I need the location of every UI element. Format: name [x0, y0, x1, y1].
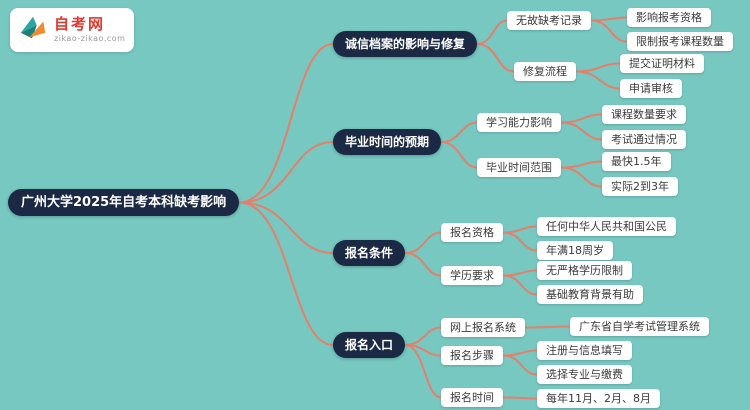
node-repair-process: 修复流程: [514, 62, 576, 81]
leaf-limits-course-count: 限制报考课程数量: [627, 32, 733, 51]
node-registration-steps: 报名步骤: [441, 346, 503, 365]
logo: 自考网 zikao-zikao.com: [10, 8, 134, 52]
branch-integrity-file: 诚信档案的影响与修复: [333, 31, 478, 57]
leaf-submit-proof-materials: 提交证明材料: [620, 54, 704, 73]
branch-registration-entrance: 报名入口: [333, 332, 406, 358]
leaf-prc-citizen: 任何中华人民共和国公民: [537, 217, 676, 236]
leaf-no-strict-education-limit: 无严格学历限制: [537, 261, 632, 280]
node-learning-ability-impact: 学习能力影响: [477, 113, 561, 132]
logo-url: zikao-zikao.com: [54, 34, 126, 44]
node-online-registration-system: 网上报名系统: [441, 318, 525, 337]
root-topic: 广州大学2025年自考本科缺考影响: [8, 189, 240, 216]
leaf-annual-registration-months: 每年11月、2月、8月: [537, 389, 660, 408]
leaf-affects-exam-eligibility: 影响报考资格: [627, 8, 711, 27]
zikao-logo-icon: [18, 13, 48, 47]
leaf-choose-major-pay: 选择专业与缴费: [537, 365, 632, 384]
leaf-basic-education-helpful: 基础教育背景有助: [537, 285, 643, 304]
node-registration-eligibility: 报名资格: [441, 223, 503, 242]
node-unexcused-absence-record: 无故缺考记录: [507, 11, 591, 30]
leaf-actual-2-3-years: 实际2到3年: [602, 177, 678, 196]
leaf-guangdong-self-exam-system: 广东省自学考试管理系统: [570, 317, 709, 336]
node-graduation-time-range: 毕业时间范围: [477, 158, 561, 177]
leaf-exam-pass-status: 考试通过情况: [602, 130, 686, 149]
branch-registration-conditions: 报名条件: [333, 240, 406, 266]
leaf-age-18: 年满18周岁: [537, 241, 613, 260]
leaf-fastest-1-5-years: 最快1.5年: [602, 152, 671, 171]
logo-title: 自考网: [54, 14, 106, 33]
branch-graduation-time-expectation: 毕业时间的预期: [333, 129, 442, 155]
leaf-register-fill-info: 注册与信息填写: [537, 341, 632, 360]
node-registration-time: 报名时间: [441, 388, 503, 407]
leaf-course-quantity-requirement: 课程数量要求: [602, 105, 686, 124]
node-education-requirement: 学历要求: [441, 266, 503, 285]
leaf-apply-for-review: 申请审核: [620, 79, 682, 98]
